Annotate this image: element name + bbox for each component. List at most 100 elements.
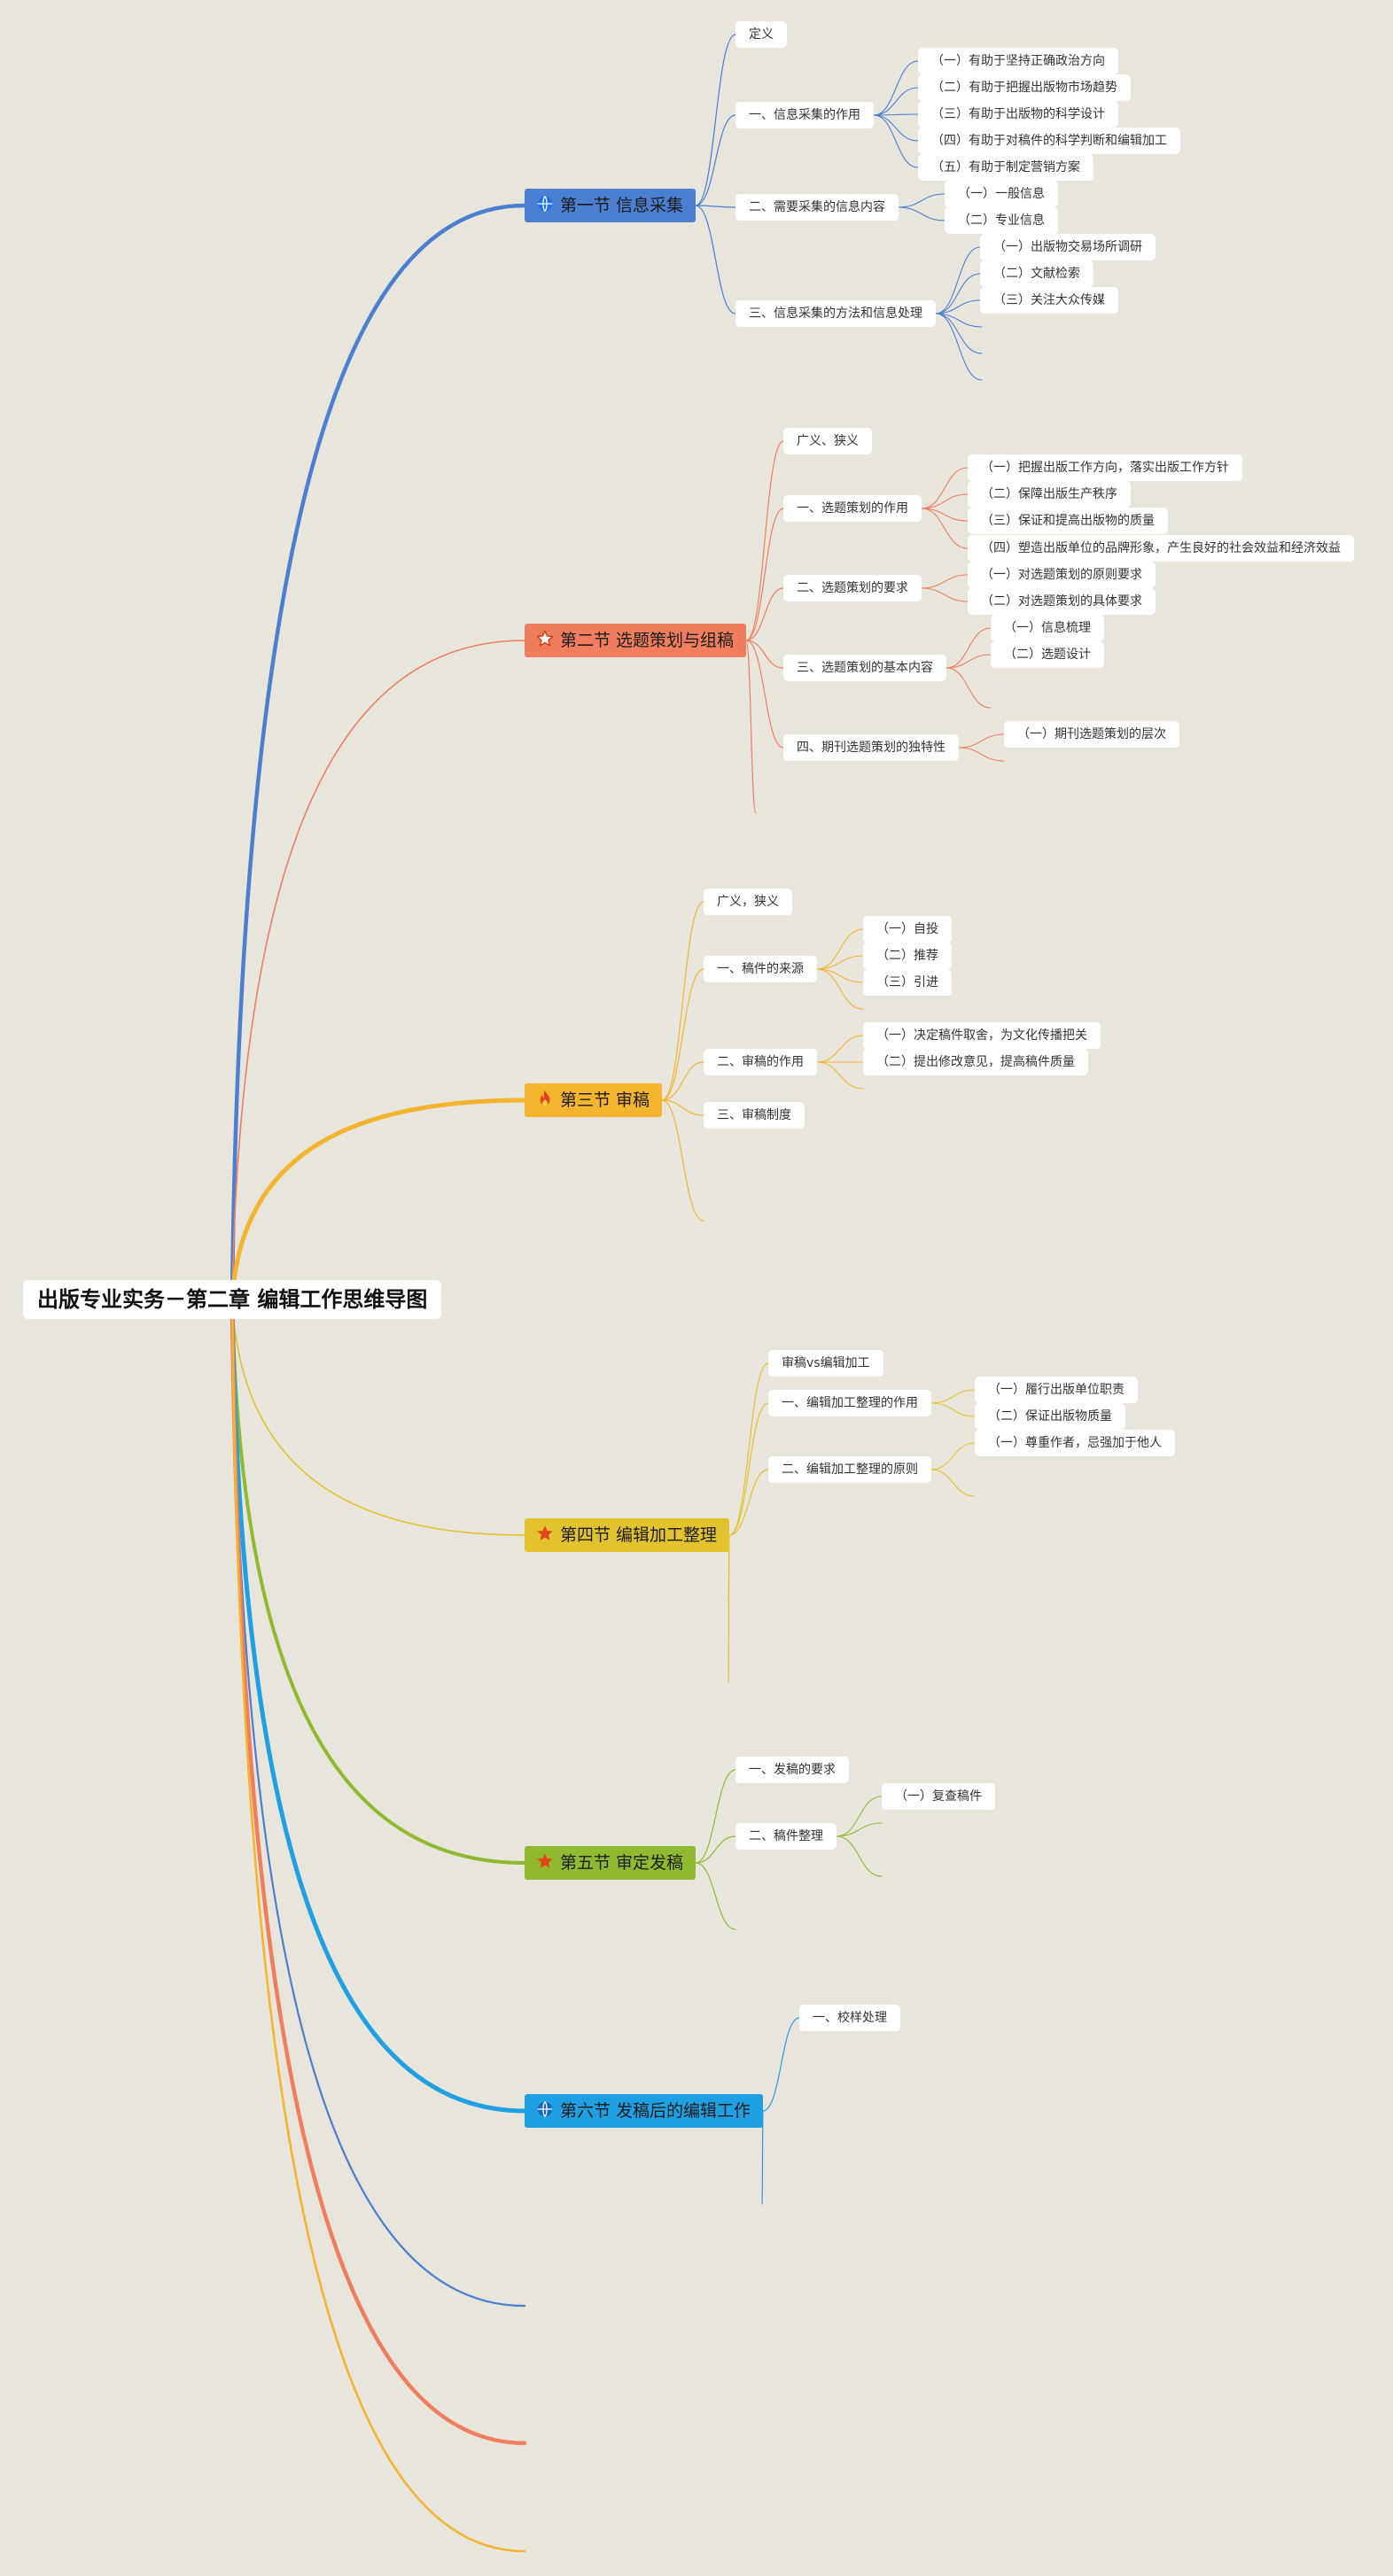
connector-line: [898, 193, 946, 208]
subtopic-2-2-1[interactable]: （一）把握出版工作方向，落实出版工作方针: [968, 454, 1242, 481]
connector-line: [935, 273, 981, 314]
connector-line: [695, 205, 736, 314]
main-branch-empty-2: [230, 1297, 527, 2446]
topic-1-3[interactable]: 二、需要采集的信息内容: [735, 194, 899, 221]
subtopic-4-2-1[interactable]: （一）履行出版单位职责: [975, 1377, 1138, 1403]
subtopic-2-5-1[interactable]: （一）期刊选题策划的层次: [1004, 721, 1179, 748]
connector-line: [695, 1835, 736, 1864]
main-branch-4: [231, 1299, 525, 1536]
subtopic-2-4-1[interactable]: （一）信息梳理: [991, 615, 1104, 641]
globe-icon: [535, 2097, 556, 2117]
topic-5-2[interactable]: 二、稿件整理: [735, 1823, 837, 1850]
main-branch-1: [230, 203, 527, 1302]
topic-2-3[interactable]: 二、选题策划的要求: [783, 575, 922, 601]
subtopic-4-3-1[interactable]: （一）尊重作者，忌强加于他人: [975, 1430, 1175, 1456]
topic-2-5[interactable]: 四、期刊选题策划的独特性: [783, 734, 959, 761]
section-5[interactable]: 第五节 审定发稿: [525, 1846, 696, 1880]
connector-line: [816, 928, 864, 970]
connector-line: [921, 587, 969, 602]
empty-branch: [946, 667, 992, 709]
topic-3-1[interactable]: 广义，狭义: [704, 888, 792, 915]
main-branch-empty-1: [230, 1298, 526, 2308]
connector-line: [745, 587, 784, 641]
connector-line: [958, 733, 1005, 749]
topic-4-2[interactable]: 一、编辑加工整理的作用: [768, 1390, 931, 1416]
connector-line: [921, 508, 969, 549]
section-label: 第四节 编辑加工整理: [560, 1525, 718, 1545]
connector-line: [873, 113, 919, 116]
subtopic-1-3-2[interactable]: （二）专业信息: [945, 207, 1058, 234]
subtopic-2-3-1[interactable]: （一）对选题策划的原则要求: [968, 562, 1156, 588]
subtopic-1-2-1[interactable]: （一）有助于坚持正确政治方向: [918, 48, 1118, 74]
connector-line: [695, 205, 736, 208]
topic-1-4[interactable]: 三、信息采集的方法和信息处理: [735, 300, 936, 327]
connector-line: [661, 1061, 704, 1101]
subtopic-1-2-2[interactable]: （二）有助于把握出版物市场趋势: [918, 74, 1131, 101]
subtopic-1-2-5[interactable]: （五）有助于制定营销方案: [918, 154, 1093, 181]
section-1[interactable]: 第一节 信息采集: [525, 189, 696, 222]
subtopic-2-2-4[interactable]: （四）塑造出版单位的品牌形象，产生良好的社会效益和经济效益: [968, 535, 1354, 562]
star-icon: [535, 1521, 556, 1540]
connector-line: [935, 246, 981, 314]
topic-4-1[interactable]: 审稿vs编辑加工: [768, 1350, 883, 1377]
topic-5-1[interactable]: 一、发稿的要求: [735, 1757, 849, 1783]
subtopic-4-2-2[interactable]: （二）保证出版物质量: [975, 1403, 1125, 1430]
empty-branch: [930, 1469, 976, 1497]
topic-2-2[interactable]: 一、选题策划的作用: [783, 495, 922, 522]
subtopic-1-4-1[interactable]: （一）出版物交易场所调研: [980, 234, 1156, 260]
subtopic-3-3-1[interactable]: （一）决定稿件取舍，为文化传播把关: [863, 1022, 1101, 1049]
subtopic-1-2-4[interactable]: （四）有助于对稿件的科学判断和编辑加工: [918, 128, 1180, 154]
subtopic-3-3-2[interactable]: （二）提出修改意见，提高稿件质量: [863, 1049, 1088, 1075]
connector-line: [873, 114, 919, 168]
connector-line: [898, 206, 946, 221]
connector-line: [873, 60, 919, 116]
subtopic-2-3-2[interactable]: （二）对选题策划的具体要求: [968, 588, 1156, 615]
subtopic-1-2-3[interactable]: （三）有助于出版物的科学设计: [918, 101, 1118, 128]
subtopic-3-2-2[interactable]: （二）推荐: [863, 943, 952, 969]
topic-3-3[interactable]: 二、审稿的作用: [704, 1049, 817, 1075]
connector-line: [728, 1362, 769, 1536]
subtopic-3-2-3[interactable]: （三）引进: [863, 969, 952, 996]
fire-icon: [535, 1086, 556, 1106]
topic-2-4[interactable]: 三、选题策划的基本内容: [783, 655, 946, 681]
subtopic-2-2-3[interactable]: （三）保证和提高出版物的质量: [968, 508, 1168, 534]
connector-line: [762, 2017, 800, 2112]
section-label: 第三节 审稿: [560, 1090, 650, 1110]
topic-3-2[interactable]: 一、稿件的来源: [704, 956, 817, 982]
star-icon: [535, 1849, 556, 1868]
empty-branch: [935, 313, 983, 381]
empty-branch: [745, 640, 757, 814]
subtopic-5-2-1[interactable]: （一）复查稿件: [882, 1783, 995, 1810]
section-label: 第一节 信息采集: [560, 196, 684, 215]
connector-line: [921, 467, 969, 509]
subtopic-1-4-3[interactable]: （三）关注大众传媒: [980, 287, 1118, 314]
connector-line: [745, 508, 784, 641]
connector-line: [930, 1442, 976, 1470]
connector-line: [816, 1035, 864, 1063]
subtopic-1-4-2[interactable]: （二）文献检索: [980, 260, 1093, 287]
section-3[interactable]: 第三节 审稿: [525, 1083, 663, 1117]
topic-3-4[interactable]: 三、审稿制度: [704, 1102, 805, 1129]
connector-line: [728, 1402, 769, 1536]
connector-line: [816, 968, 864, 983]
topic-2-1[interactable]: 广义、狭义: [783, 428, 872, 454]
main-branch-3: [230, 1098, 527, 1302]
main-branch-6: [230, 1297, 527, 2114]
subtopic-2-4-2[interactable]: （二）选题设计: [991, 641, 1104, 668]
connector-line: [921, 574, 969, 589]
root-title[interactable]: 出版专业实务－第二章 编辑工作思维导图: [23, 1280, 442, 1319]
subtopic-3-2-1[interactable]: （一）自投: [863, 916, 952, 943]
section-label: 第二节 选题策划与组稿: [560, 631, 735, 650]
section-2[interactable]: 第二节 选题策划与组稿: [525, 624, 747, 657]
globe-icon: [535, 191, 556, 212]
section-6[interactable]: 第六节 发稿后的编辑工作: [525, 2094, 764, 2128]
connector-line: [745, 640, 784, 669]
topic-1-1[interactable]: 定义: [735, 21, 787, 48]
topic-1-2[interactable]: 一、信息采集的作用: [735, 102, 874, 128]
topic-6-1[interactable]: 一、校样处理: [799, 2005, 900, 2031]
subtopic-1-3-1[interactable]: （一）一般信息: [945, 181, 1058, 207]
section-4[interactable]: 第四节 编辑加工整理: [525, 1518, 730, 1552]
topic-4-3[interactable]: 二、编辑加工整理的原则: [768, 1456, 931, 1483]
subtopic-2-2-2[interactable]: （二）保障出版生产秩序: [968, 481, 1131, 508]
